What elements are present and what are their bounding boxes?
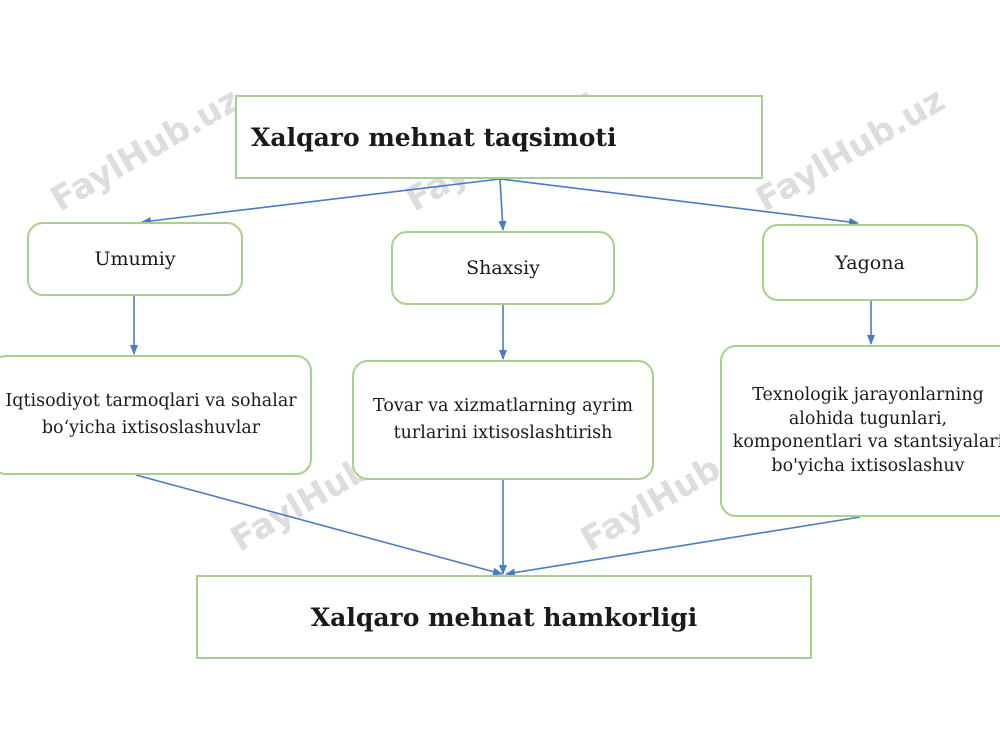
- top-title-box: Xalqaro mehnat taqsimoti: [235, 95, 763, 179]
- category-box-shaxsiy: Shaxsiy: [391, 231, 615, 305]
- category-label-shaxsiy: Shaxsiy: [466, 257, 540, 279]
- arrow-left-to-bottom: [135, 474, 503, 576]
- category-label-yagona: Yagona: [835, 251, 905, 274]
- top-title: Xalqaro mehnat taqsimoti: [251, 122, 617, 152]
- detail-box-yagona: Texnologik jarayonlarning alohida tugunl…: [720, 345, 1000, 517]
- detail-box-shaxsiy: Tovar va xizmatlarning ayrim turlarini i…: [352, 360, 654, 480]
- detail-text-umumiy: Iqtisodiyot tarmoqlari va sohalar bo‘yic…: [5, 391, 297, 438]
- arrow-top-to-umumiy: [141, 178, 501, 225]
- arrow-top-to-yagona: [499, 178, 859, 226]
- category-label-umumiy: Umumiy: [94, 248, 176, 270]
- detail-text-yagona: Texnologik jarayonlarning alohida tugunl…: [732, 385, 1000, 476]
- category-box-umumiy: Umumiy: [27, 222, 243, 296]
- detail-text-shaxsiy: Tovar va xizmatlarning ayrim turlarini i…: [373, 396, 633, 443]
- bottom-title-box: Xalqaro mehnat hamkorligi: [196, 575, 812, 659]
- arrow-right-to-bottom: [505, 516, 861, 577]
- arrow-top-to-shaxsiy: [498, 178, 507, 231]
- category-box-yagona: Yagona: [762, 224, 978, 301]
- bottom-title: Xalqaro mehnat hamkorligi: [310, 602, 698, 632]
- detail-box-umumiy: Iqtisodiyot tarmoqlari va sohalar bo‘yic…: [0, 355, 312, 475]
